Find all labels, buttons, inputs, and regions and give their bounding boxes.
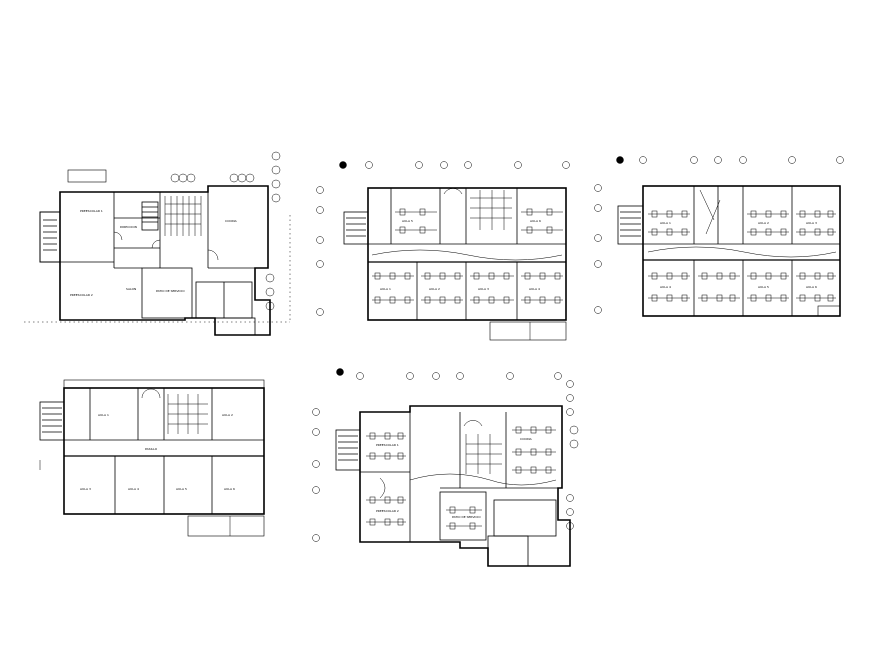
plan-1-labels: PREESCOLAR 1 DIRECCION COCINA SALON PREE… [70, 209, 238, 297]
room-label: PREESCOLAR 1 [376, 443, 399, 447]
room-label: AULA 3 [806, 221, 817, 225]
room-label: DIRECCION [120, 225, 137, 229]
room-label: PREESCOLAR 2 [376, 509, 399, 513]
plan-4-labels: AULA 1 AULA 2 AULA 3 AULA 4 AULA 5 AULA … [80, 413, 235, 491]
floor-plan-3 [594, 156, 844, 317]
room-label: AULA 4 [529, 287, 540, 291]
room-label: AULA 1 [380, 287, 391, 291]
room-label: PREESCOLAR 2 [70, 293, 93, 297]
floor-plan-1 [24, 151, 291, 336]
room-label: AULA 1 [660, 221, 671, 225]
plan-5-labels: PREESCOLAR 1 COCINA PREESCOLAR 2 PATIO D… [376, 437, 533, 519]
room-label: AULA 3 [478, 287, 489, 291]
room-label: PATIO DE SERVICIO [452, 515, 481, 519]
room-label: AULA 6 [224, 487, 235, 491]
room-label: PATIO DE SERVICIO [156, 289, 185, 293]
room-label: AULA 5 [402, 219, 413, 223]
floor-plan-5 [312, 368, 579, 567]
room-label: AULA 2 [222, 413, 233, 417]
room-label: AULA 6 [806, 285, 817, 289]
room-label: SALON [126, 287, 136, 291]
room-label: COCINA [520, 437, 533, 441]
room-label: COCINA [225, 219, 238, 223]
room-label: PREESCOLAR 1 [80, 209, 103, 213]
room-label: AULA 4 [128, 487, 139, 491]
room-label: AULA 3 [80, 487, 91, 491]
room-label: AULA 2 [758, 221, 769, 225]
floor-plan-4 [39, 379, 265, 537]
room-label: PASILLO [145, 447, 158, 451]
floor-plan-2 [316, 161, 570, 341]
room-label: AULA 5 [758, 285, 769, 289]
room-label: AULA 1 [98, 413, 109, 417]
room-label: AULA 6 [530, 219, 541, 223]
room-label: AULA 5 [176, 487, 187, 491]
plan-3-labels: AULA 1 AULA 2 AULA 3 AULA 4 AULA 5 AULA … [660, 221, 817, 289]
room-label: AULA 4 [660, 285, 671, 289]
plan-2-labels: AULA 1 AULA 2 AULA 3 AULA 4 AULA 5 AULA … [380, 219, 541, 291]
room-label: AULA 2 [429, 287, 440, 291]
